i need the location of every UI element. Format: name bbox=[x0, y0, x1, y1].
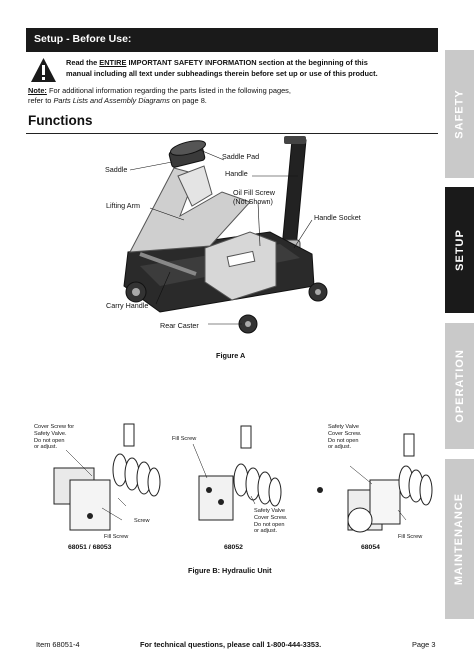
warning-important: IMPORTANT SAFETY INFORMATION bbox=[128, 58, 257, 67]
warning-read-the: Read the bbox=[66, 58, 98, 67]
label-cover-screw-line3: Do not open bbox=[34, 437, 65, 444]
footer-item-number: Item 68051-4 bbox=[36, 640, 80, 649]
label-screw: Screw bbox=[134, 518, 150, 524]
tab-setup-label: SETUP bbox=[453, 229, 466, 271]
section-divider bbox=[26, 133, 438, 134]
callout-handle: Handle bbox=[225, 169, 248, 178]
tab-setup[interactable]: SETUP bbox=[445, 187, 474, 313]
model-number-68051-68053: 68051 / 68053 bbox=[68, 544, 112, 551]
hydraulic-unit-68054-illustration bbox=[317, 433, 433, 533]
label-safety-valve-middle-line2: Cover Screw. bbox=[254, 514, 288, 521]
model-number-68054: 68054 bbox=[361, 544, 380, 551]
callout-lifting-arm: Lifting Arm bbox=[106, 201, 140, 210]
tab-maintenance-label: MAINTENANCE bbox=[453, 492, 466, 586]
tab-operation[interactable]: OPERATION bbox=[445, 323, 474, 449]
figure-b-caption: Figure B: Hydraulic Unit bbox=[188, 566, 272, 575]
label-safety-valve-middle-line4: or adjust. bbox=[254, 528, 278, 535]
note-line2-post: on page 8. bbox=[171, 96, 207, 105]
section-title: Functions bbox=[28, 113, 93, 128]
label-safety-valve-middle-line1: Safety Valve bbox=[254, 508, 285, 514]
callout-saddle-pad: Saddle Pad bbox=[222, 152, 260, 161]
callout-not-shown: (Not Shown) bbox=[233, 196, 273, 206]
section-header-bar: Setup - Before Use: bbox=[26, 28, 438, 52]
label-safety-valve-right: Safety Valve Cover Screw. Do not open or… bbox=[328, 424, 361, 451]
warning-triangle-icon bbox=[31, 58, 56, 82]
tab-safety[interactable]: SAFETY bbox=[445, 50, 474, 178]
label-cover-screw-line1: Cover Screw for bbox=[34, 424, 75, 430]
tab-maintenance[interactable]: MAINTENANCE bbox=[445, 459, 474, 619]
callout-saddle: Saddle bbox=[105, 165, 128, 174]
warning-rest-line1: section at the beginning of this bbox=[258, 58, 368, 67]
tab-safety-label: SAFETY bbox=[453, 89, 466, 139]
label-cover-screw-safety-valve: Cover Screw for Safety Valve. Do not ope… bbox=[34, 424, 74, 451]
hydraulic-unit-68051-illustration bbox=[53, 423, 161, 531]
warning-text: Read the ENTIRE IMPORTANT SAFETY INFORMA… bbox=[66, 58, 436, 79]
label-fill-screw-right: Fill Screw bbox=[398, 534, 423, 540]
warning-entire: ENTIRE bbox=[99, 58, 127, 67]
floor-jack-illustration bbox=[123, 136, 328, 334]
label-fill-screw-middle: Fill Screw bbox=[172, 436, 197, 442]
note-line2-pre: refer to bbox=[28, 96, 52, 105]
label-cover-screw-line2: Safety Valve. bbox=[34, 430, 67, 437]
footer-technical-questions: For technical questions, please call 1-8… bbox=[140, 640, 322, 649]
note-paragraph: Note: For additional information regardi… bbox=[28, 86, 438, 106]
label-safety-valve-right-line3: Do not open bbox=[328, 437, 359, 444]
section-header-title: Setup - Before Use: bbox=[34, 33, 132, 45]
label-fill-screw-left: Fill Screw bbox=[104, 534, 129, 540]
callout-oil-fill-screw-text: Oil Fill Screw bbox=[233, 188, 275, 197]
figure-a-caption: Figure A bbox=[216, 351, 246, 360]
note-parts-lists-reference: Parts Lists and Assembly Diagrams bbox=[53, 96, 170, 105]
label-safety-valve-right-line4: or adjust. bbox=[328, 444, 352, 451]
safety-warning: Read the ENTIRE IMPORTANT SAFETY INFORMA… bbox=[28, 57, 438, 85]
tab-operation-label: OPERATION bbox=[453, 349, 466, 423]
label-cover-screw-line4: or adjust. bbox=[34, 444, 58, 451]
callout-handle-socket: Handle Socket bbox=[314, 213, 361, 222]
footer-page-number: Page 3 bbox=[412, 640, 436, 649]
note-line1: For additional information regarding the… bbox=[48, 86, 291, 95]
model-number-68052: 68052 bbox=[224, 544, 243, 551]
label-safety-valve-right-line1: Safety Valve bbox=[328, 424, 359, 430]
note-label: Note: bbox=[28, 86, 47, 95]
label-safety-valve-middle: Safety Valve Cover Screw. Do not open or… bbox=[254, 508, 287, 535]
warning-line2: manual including all text under subheadi… bbox=[66, 68, 378, 78]
callout-oil-fill-screw: Oil Fill Screw (Not Shown) bbox=[233, 188, 275, 206]
label-safety-valve-right-line2: Cover Screw. bbox=[328, 430, 362, 437]
label-safety-valve-middle-line3: Do not open bbox=[254, 521, 285, 528]
callout-rear-caster: Rear Caster bbox=[160, 321, 199, 330]
callout-carry-handle: Carry Handle bbox=[106, 301, 149, 310]
hydraulic-unit-68052-illustration bbox=[192, 425, 282, 521]
